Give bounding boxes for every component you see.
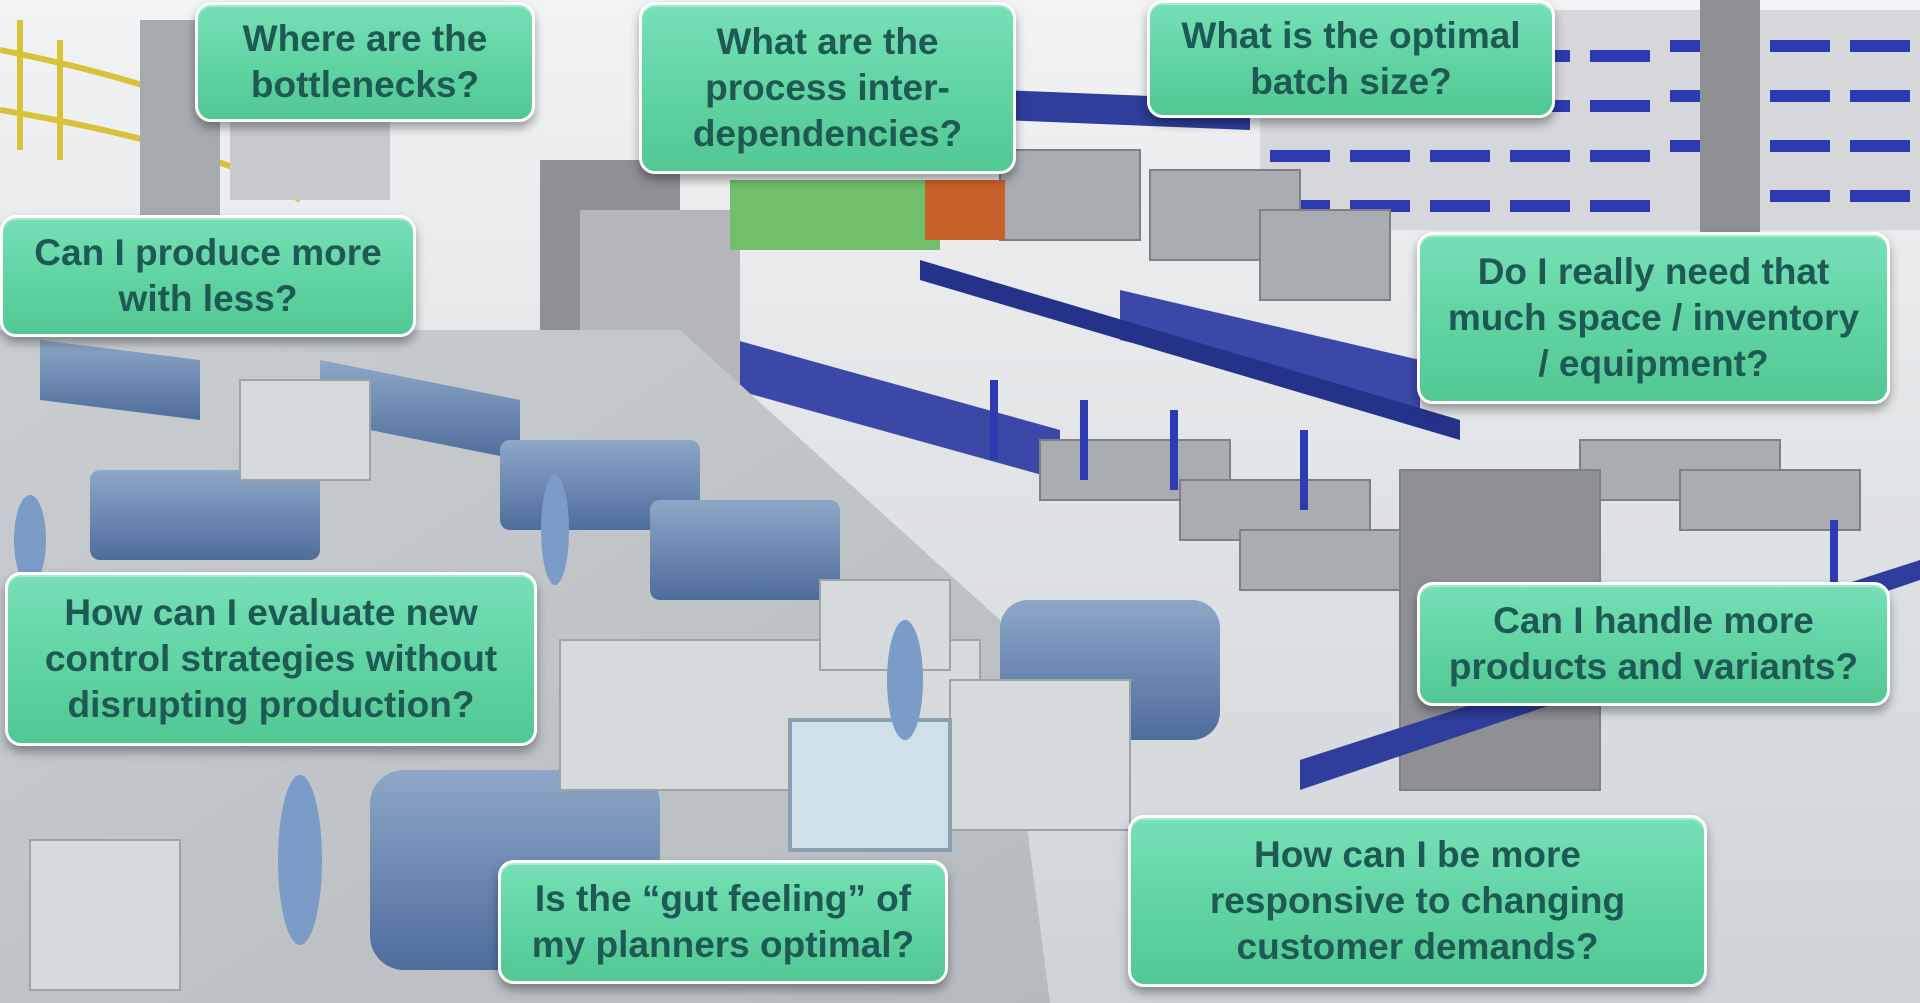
question-bubble-products-variants: Can I handle more products and variants? bbox=[1417, 582, 1890, 706]
question-bubble-interdependencies: What are the process inter- dependencies… bbox=[639, 2, 1016, 174]
question-bubble-batch-size: What is the optimal batch size? bbox=[1147, 0, 1555, 118]
colored-cell bbox=[730, 180, 940, 250]
question-bubble-gut-feeling: Is the “gut feeling” of my planners opti… bbox=[498, 860, 948, 984]
question-bubble-space-inventory: Do I really need that much space / inven… bbox=[1417, 232, 1890, 404]
question-bubble-control-strategies: How can I evaluate new control strategie… bbox=[5, 572, 537, 746]
question-bubble-responsive: How can I be more responsive to changing… bbox=[1128, 815, 1707, 987]
operators bbox=[14, 475, 923, 945]
question-bubble-bottlenecks: Where are the bottlenecks? bbox=[195, 2, 535, 122]
orange-cell bbox=[925, 180, 1005, 240]
monitor bbox=[788, 718, 952, 852]
blue-posts bbox=[990, 380, 1838, 590]
question-bubble-produce-more: Can I produce more with less? bbox=[0, 215, 416, 337]
